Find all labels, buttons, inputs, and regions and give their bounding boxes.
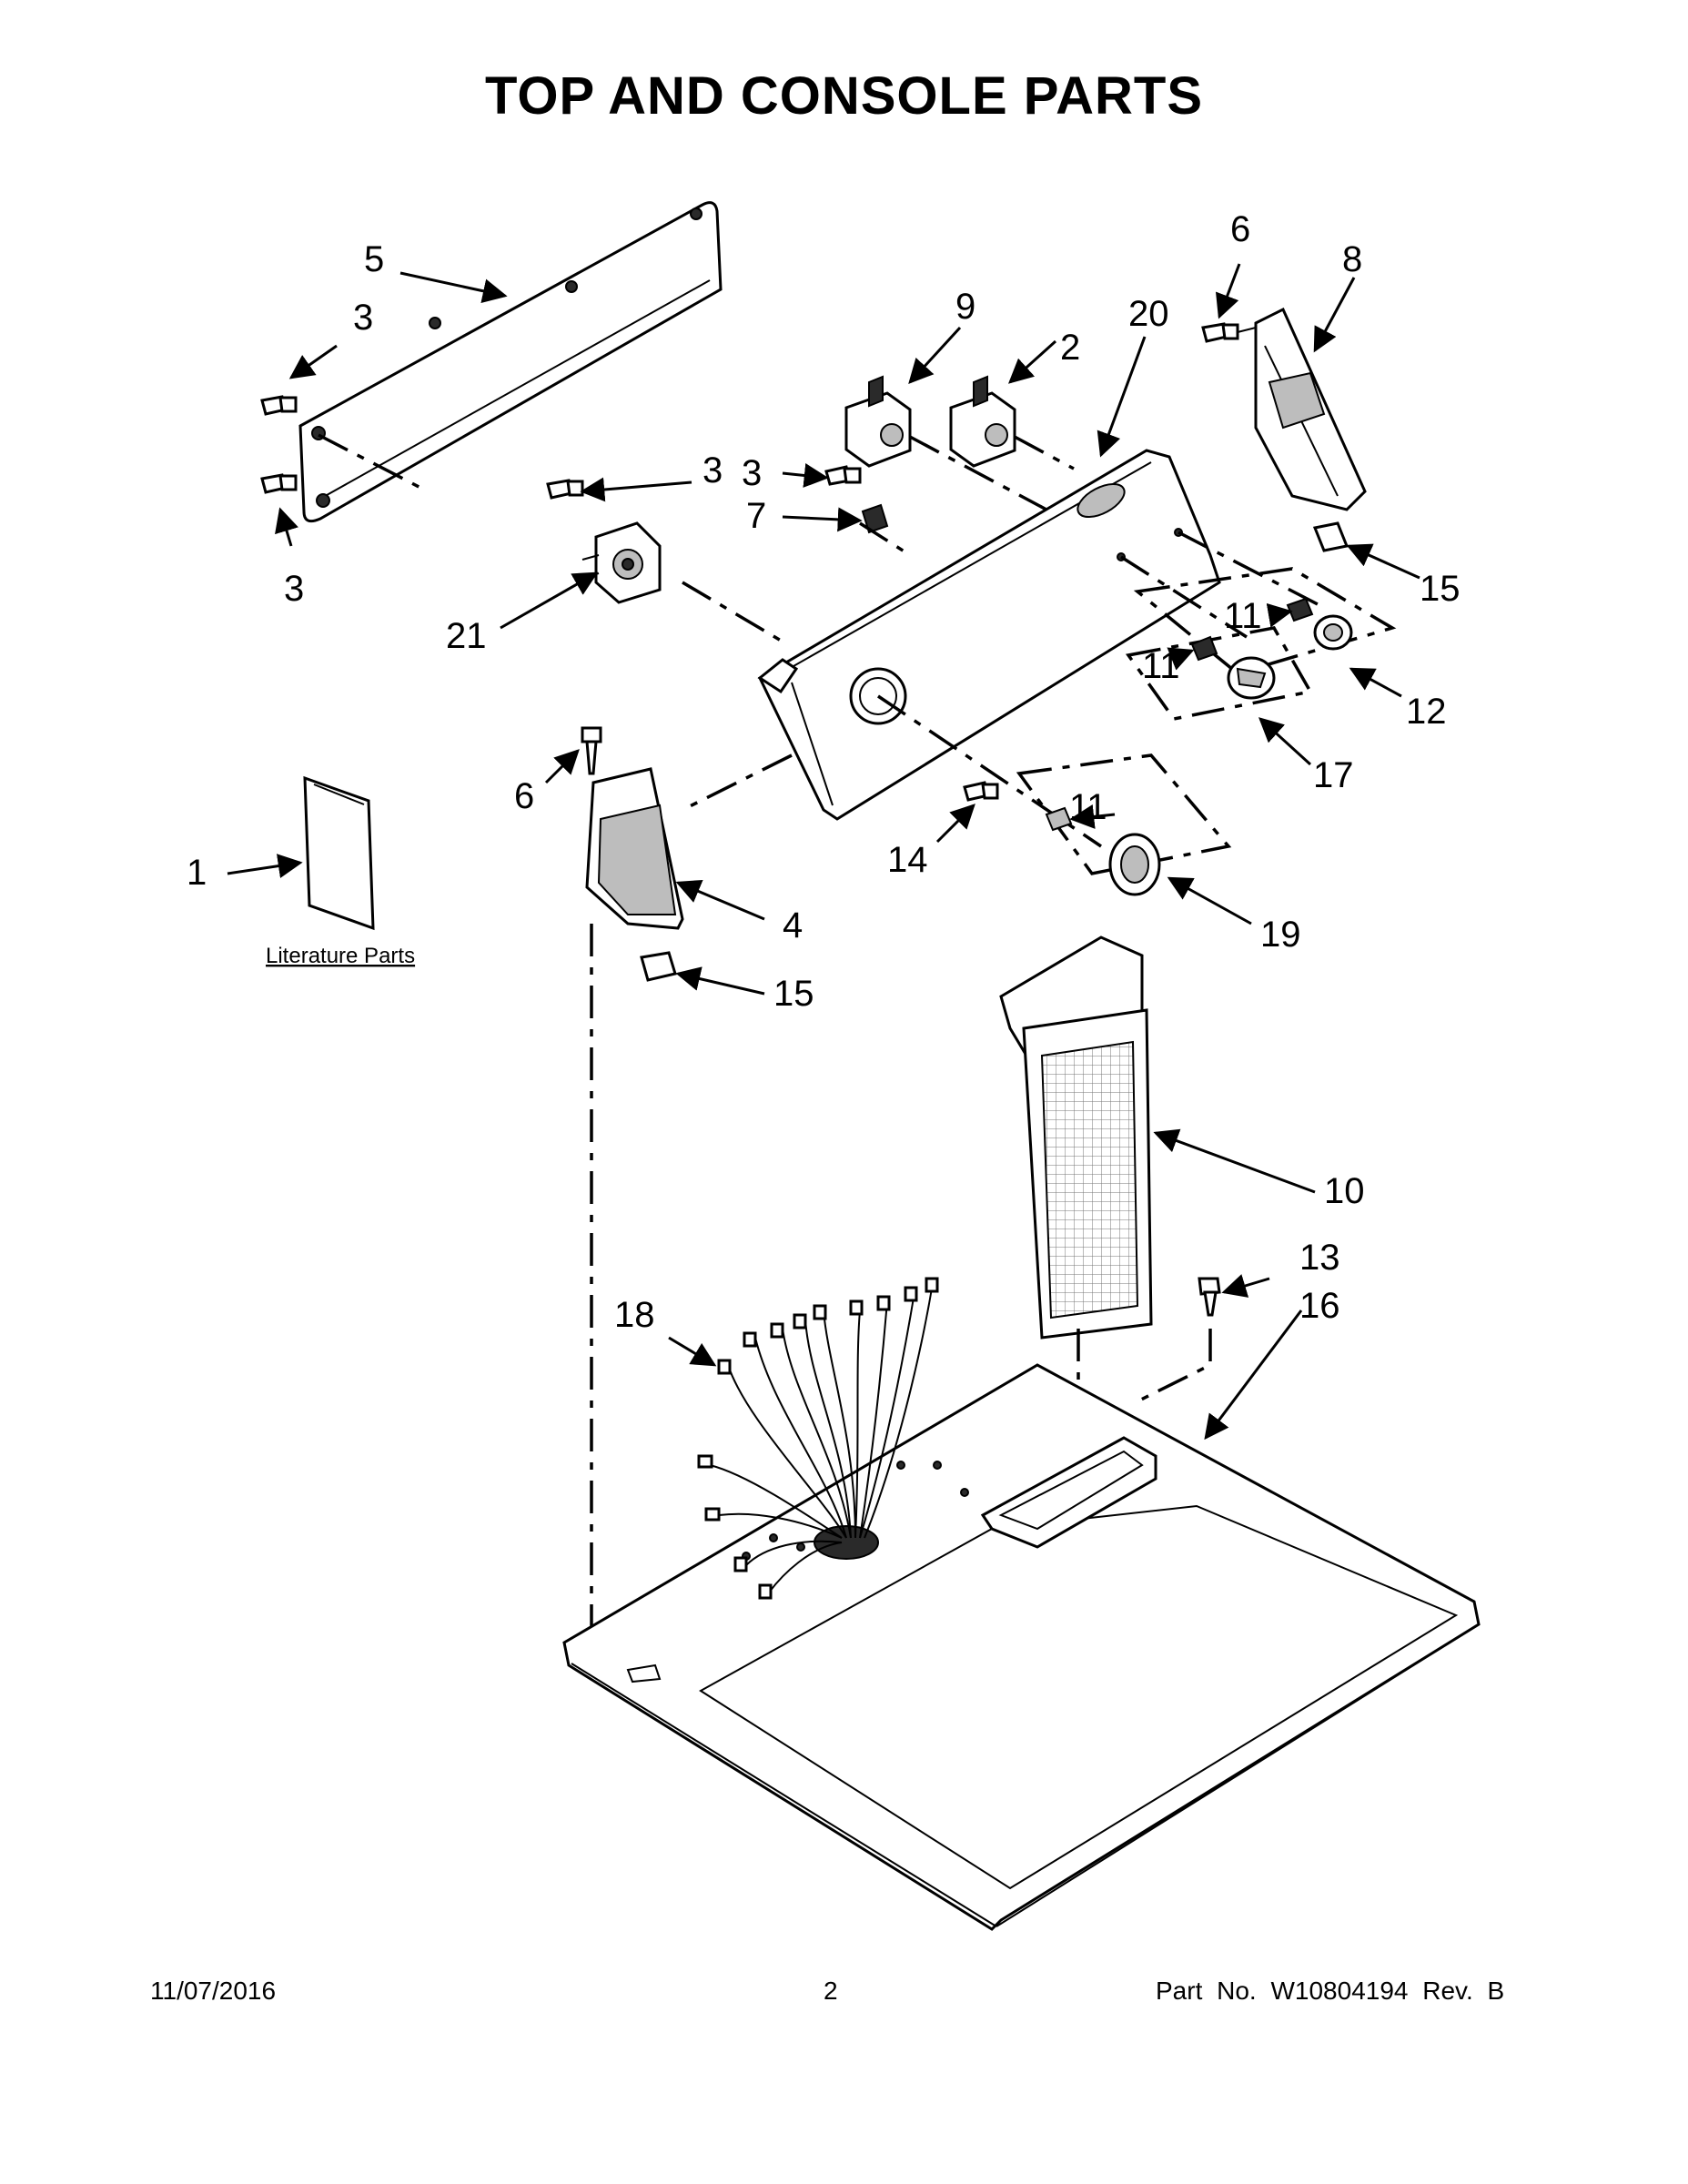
callout-21: 21 <box>446 616 487 656</box>
switch-part-9 <box>844 375 912 468</box>
leader-dash-clip7 <box>859 521 911 557</box>
callout-20: 20 <box>1128 294 1169 334</box>
screw-bracket-line <box>1237 327 1257 333</box>
callout-11-top: 11 <box>1224 596 1262 636</box>
switch-part-2 <box>949 375 1016 468</box>
console-panel-part-20 <box>757 449 1221 821</box>
screw-bracket <box>1201 322 1239 343</box>
coupler-11-b <box>1190 635 1218 662</box>
callout-3-center-right: 3 <box>742 453 762 493</box>
knob-frame-17 <box>1125 626 1313 721</box>
callout-18: 18 <box>614 1295 655 1335</box>
callout-3-top-left: 3 <box>353 298 373 338</box>
callout-11-middle: 11 <box>1142 646 1180 686</box>
callout-4: 4 <box>783 905 803 945</box>
callout-9: 9 <box>955 287 975 327</box>
footer-page-number: 2 <box>824 1977 838 2005</box>
leader-dash-knob12 <box>1178 531 1320 607</box>
leader-dash-switch9 <box>909 435 1047 511</box>
callout-6-left: 6 <box>514 776 534 816</box>
callout-15-right: 15 <box>1420 569 1461 609</box>
screw-14 <box>963 781 999 802</box>
screw-left-upper <box>260 395 298 416</box>
footer-date: 11/07/2016 <box>150 1977 277 2005</box>
screw-part-13 <box>1198 1277 1221 1317</box>
screw-center <box>824 465 862 486</box>
callout-3-center: 3 <box>702 450 723 490</box>
knob-part-19 <box>1108 833 1161 896</box>
leader-dash-screw13 <box>1137 1329 1212 1403</box>
knob-part-17 <box>1227 656 1276 700</box>
page-title: TOP AND CONSOLE PARTS <box>484 66 1204 126</box>
callout-labels: 5 3 3 3 3 7 21 9 2 20 6 8 15 11 12 11 17… <box>187 209 1461 1335</box>
coupler-11-a <box>1286 597 1314 622</box>
leader-dash-panel <box>318 433 429 493</box>
top-panel-part-16 <box>562 1363 1481 1931</box>
footer-part-number: Part No. W10804194 Rev. B <box>1156 1977 1505 2005</box>
end-cap-part-4 <box>585 767 684 930</box>
timer-part-21 <box>581 521 662 604</box>
clip-part-7 <box>861 503 889 534</box>
leader-arrows <box>227 263 1420 1441</box>
callout-13: 13 <box>1299 1238 1340 1278</box>
leader-dash-timer <box>682 581 783 643</box>
callout-19: 19 <box>1260 915 1301 955</box>
lint-screen-part-10 <box>999 935 1153 1340</box>
callout-1: 1 <box>187 853 207 893</box>
wire-harness-part-18 <box>697 1277 939 1600</box>
screw-left-lower <box>260 473 298 494</box>
callout-12: 12 <box>1406 692 1447 732</box>
literature-parts-label: Literature Parts <box>266 944 415 968</box>
callout-8: 8 <box>1342 239 1362 279</box>
callout-3-bottom-left: 3 <box>284 569 304 609</box>
leader-dash-knob17 <box>1120 555 1248 639</box>
clip-part-15-left <box>640 951 677 982</box>
knob-part-12 <box>1313 614 1353 651</box>
callout-2: 2 <box>1060 328 1080 368</box>
screw-timer <box>546 479 584 500</box>
leader-dash-switch2 <box>1014 435 1075 470</box>
callout-14: 14 <box>887 840 928 880</box>
callout-10: 10 <box>1324 1171 1365 1211</box>
screw-end-cap <box>581 726 602 775</box>
callout-5: 5 <box>364 239 384 279</box>
knob-frame-19 <box>1016 753 1232 875</box>
callout-15-left: 15 <box>773 974 814 1014</box>
rear-console-panel <box>298 201 723 523</box>
literature-part-1 <box>303 775 375 931</box>
callout-11-bottom: 11 <box>1069 787 1107 827</box>
callout-16: 16 <box>1299 1286 1340 1326</box>
callout-6-top: 6 <box>1230 209 1250 249</box>
callout-7: 7 <box>746 496 766 536</box>
leader-dash-knob19 <box>877 694 1102 848</box>
clip-part-15-right <box>1312 521 1349 552</box>
callout-17: 17 <box>1313 755 1354 795</box>
leader-dash-endcap <box>682 753 793 812</box>
end-cap-bracket-part-8 <box>1254 307 1367 511</box>
